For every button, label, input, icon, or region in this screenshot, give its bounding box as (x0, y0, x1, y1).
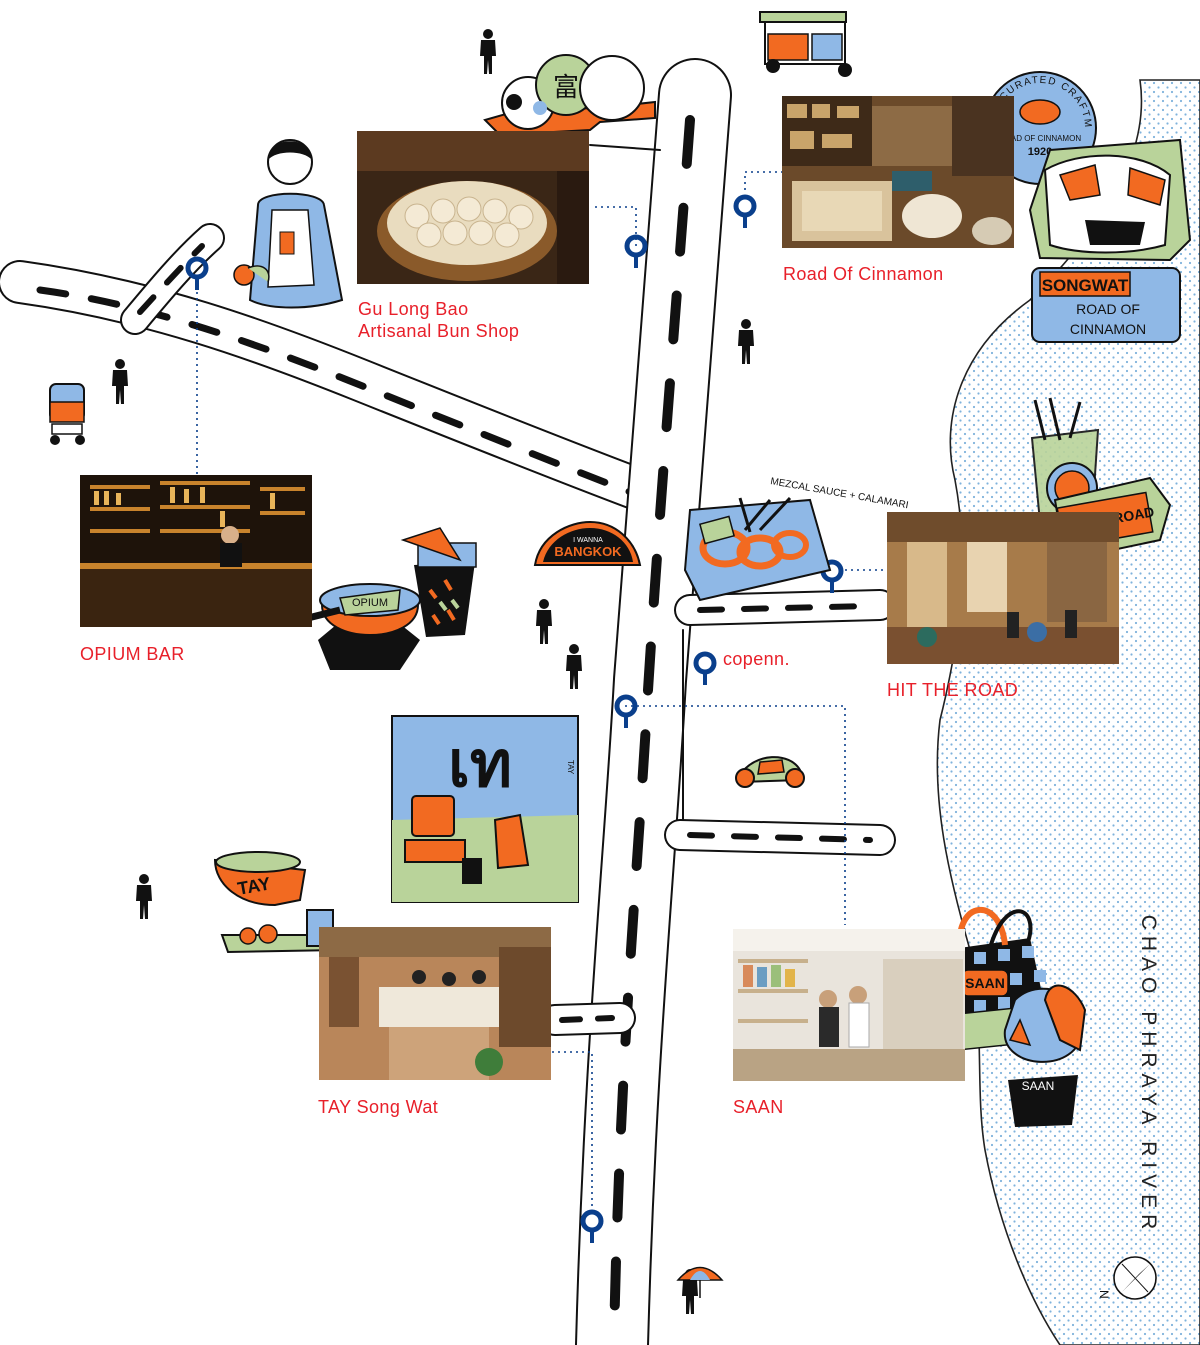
calamari-plate-illustration: MEZCAL SAUCE + CALAMARI (683, 476, 909, 602)
label-road-of-cinnamon-line-1: Road Of Cinnamon (783, 264, 944, 284)
tay-poster-small-text: TAY (566, 760, 575, 775)
bangkok-sign-illustration: I WANNA BANGKOK (533, 520, 642, 566)
bangkok-sign-text: BANGKOK (554, 544, 622, 559)
label-hit-the-road[interactable]: HIT THE ROAD (887, 679, 1018, 701)
saan-basket-illustration: SAAN (1003, 984, 1087, 1127)
songwat-tiger-illustration: SONGWAT ROAD OF CINNAMON (1028, 138, 1192, 343)
label-gu-long-bao-line-1: Gu Long Bao (358, 299, 469, 319)
label-road-of-cinnamon[interactable]: Road Of Cinnamon (783, 263, 943, 285)
label-copenn[interactable]: copenn. (723, 648, 790, 670)
label-saan-line-1: SAAN (733, 1097, 784, 1117)
label-saan[interactable]: SAAN (733, 1096, 784, 1118)
saan-bag-text: SAAN (965, 975, 1005, 991)
songwat-sign-text: SONGWAT (1042, 276, 1129, 295)
bangkok-sign-top-text: I WANNA (573, 537, 603, 544)
drink-cup-illustration (400, 527, 477, 637)
leader-lines (196, 171, 887, 1215)
label-opium-bar[interactable]: OPIUM BAR (80, 643, 185, 665)
label-copenn-line-1: copenn. (723, 649, 790, 669)
songwat-sub2-text: CINNAMON (1070, 321, 1146, 337)
label-gu-long-bao-line-2: Artisanal Bun Shop (358, 321, 520, 341)
opium-bowl-illustration: OPIUM (299, 583, 421, 670)
walking-person-icon (536, 599, 552, 644)
scooter-icon (735, 756, 805, 788)
gu-long-bao-photo (357, 131, 589, 284)
bun-vendor-woman-illustration (233, 139, 344, 309)
opium-bar-photo (80, 475, 312, 627)
walking-person-icon (480, 29, 496, 74)
label-tay-song-wat-line-1: TAY Song Wat (318, 1097, 439, 1117)
walking-person-icon (566, 644, 582, 689)
map-pin-road-of-cinnamon[interactable] (736, 197, 754, 228)
hit-the-road-photo (887, 512, 1119, 664)
road-of-cinnamon-photo (782, 96, 1014, 248)
tay-thai-text: เท (448, 728, 512, 800)
dumpling-tag-text: 富 (553, 72, 579, 102)
dumplings-illustration: 富 (483, 54, 656, 137)
badge-center-text: ROAD OF CINNAMON (999, 134, 1081, 143)
songwat-sub1-text: ROAD OF (1076, 301, 1140, 317)
tuk-tuk-icon (49, 383, 85, 445)
label-tay-song-wat[interactable]: TAY Song Wat (318, 1096, 438, 1118)
label-gu-long-bao[interactable]: Gu Long Bao Artisanal Bun Shop (358, 298, 519, 342)
badge-year-text: 1920 (1028, 146, 1052, 158)
map-pin-gu-long-bao[interactable] (627, 237, 645, 268)
label-opium-bar-line-1: OPIUM BAR (80, 644, 185, 664)
umbrella-icon (676, 1266, 724, 1298)
saan-photo (733, 929, 965, 1081)
tay-song-wat-photo (319, 927, 551, 1080)
map-pin-copenn[interactable] (696, 654, 714, 685)
walking-person-icon (738, 319, 754, 364)
opium-bowl-text: OPIUM (352, 597, 388, 609)
tay-poster-illustration: เท TAY (391, 715, 579, 903)
roads (0, 58, 896, 1345)
river-label: CHAO PHRAYA RIVER (1137, 914, 1160, 1236)
walking-person-icon (136, 874, 152, 919)
compass-icon: N (1097, 1256, 1157, 1300)
saan-basket-text: SAAN (1022, 1079, 1055, 1093)
walking-person-icon (112, 359, 128, 404)
label-hit-the-road-line-1: HIT THE ROAD (887, 680, 1019, 700)
tuk-tuk-icon (759, 11, 852, 77)
compass-north-label: N (1097, 1290, 1111, 1299)
